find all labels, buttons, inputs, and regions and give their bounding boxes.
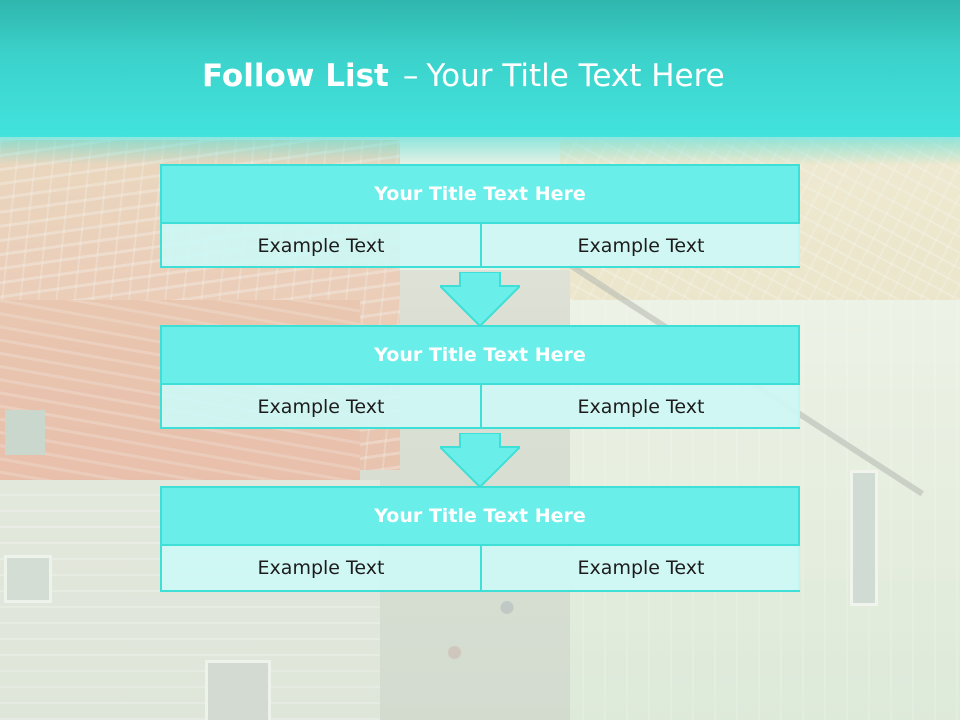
window-right bbox=[850, 470, 878, 606]
window-bottom bbox=[205, 660, 271, 720]
flow-step-left-text: Example Text bbox=[162, 224, 480, 266]
flow-step-right-text: Example Text bbox=[480, 546, 800, 590]
flow-step-title: Your Title Text Here bbox=[162, 488, 798, 546]
flow-step-title: Your Title Text Here bbox=[162, 327, 798, 385]
flow-step-2: Your Title Text Here Example Text Exampl… bbox=[160, 325, 800, 429]
slide-title-bold: Follow List bbox=[202, 58, 389, 94]
flow-step-3: Your Title Text Here Example Text Exampl… bbox=[160, 486, 800, 592]
flow-step-left-text: Example Text bbox=[162, 546, 480, 590]
title-band bbox=[0, 0, 960, 137]
flow-step-row: Example Text Example Text bbox=[162, 546, 800, 590]
flow-step-left-text: Example Text bbox=[162, 385, 480, 427]
flow-step-right-text: Example Text bbox=[480, 224, 800, 266]
window-dormer bbox=[5, 410, 45, 455]
flow-step-right-text: Example Text bbox=[480, 385, 800, 427]
flow-step-row: Example Text Example Text bbox=[162, 385, 800, 427]
flow-step-title: Your Title Text Here bbox=[162, 166, 798, 224]
down-arrow-icon bbox=[440, 272, 520, 326]
slide-title: Follow List–Your Title Text Here bbox=[202, 54, 725, 98]
window-left bbox=[4, 555, 52, 603]
flow-step-row: Example Text Example Text bbox=[162, 224, 800, 266]
slide-title-rest: Your Title Text Here bbox=[426, 58, 725, 94]
down-arrow-icon bbox=[440, 433, 520, 487]
slide-title-separator: – bbox=[402, 58, 419, 94]
flow-step-1: Your Title Text Here Example Text Exampl… bbox=[160, 164, 800, 268]
title-band-fade bbox=[0, 137, 960, 165]
